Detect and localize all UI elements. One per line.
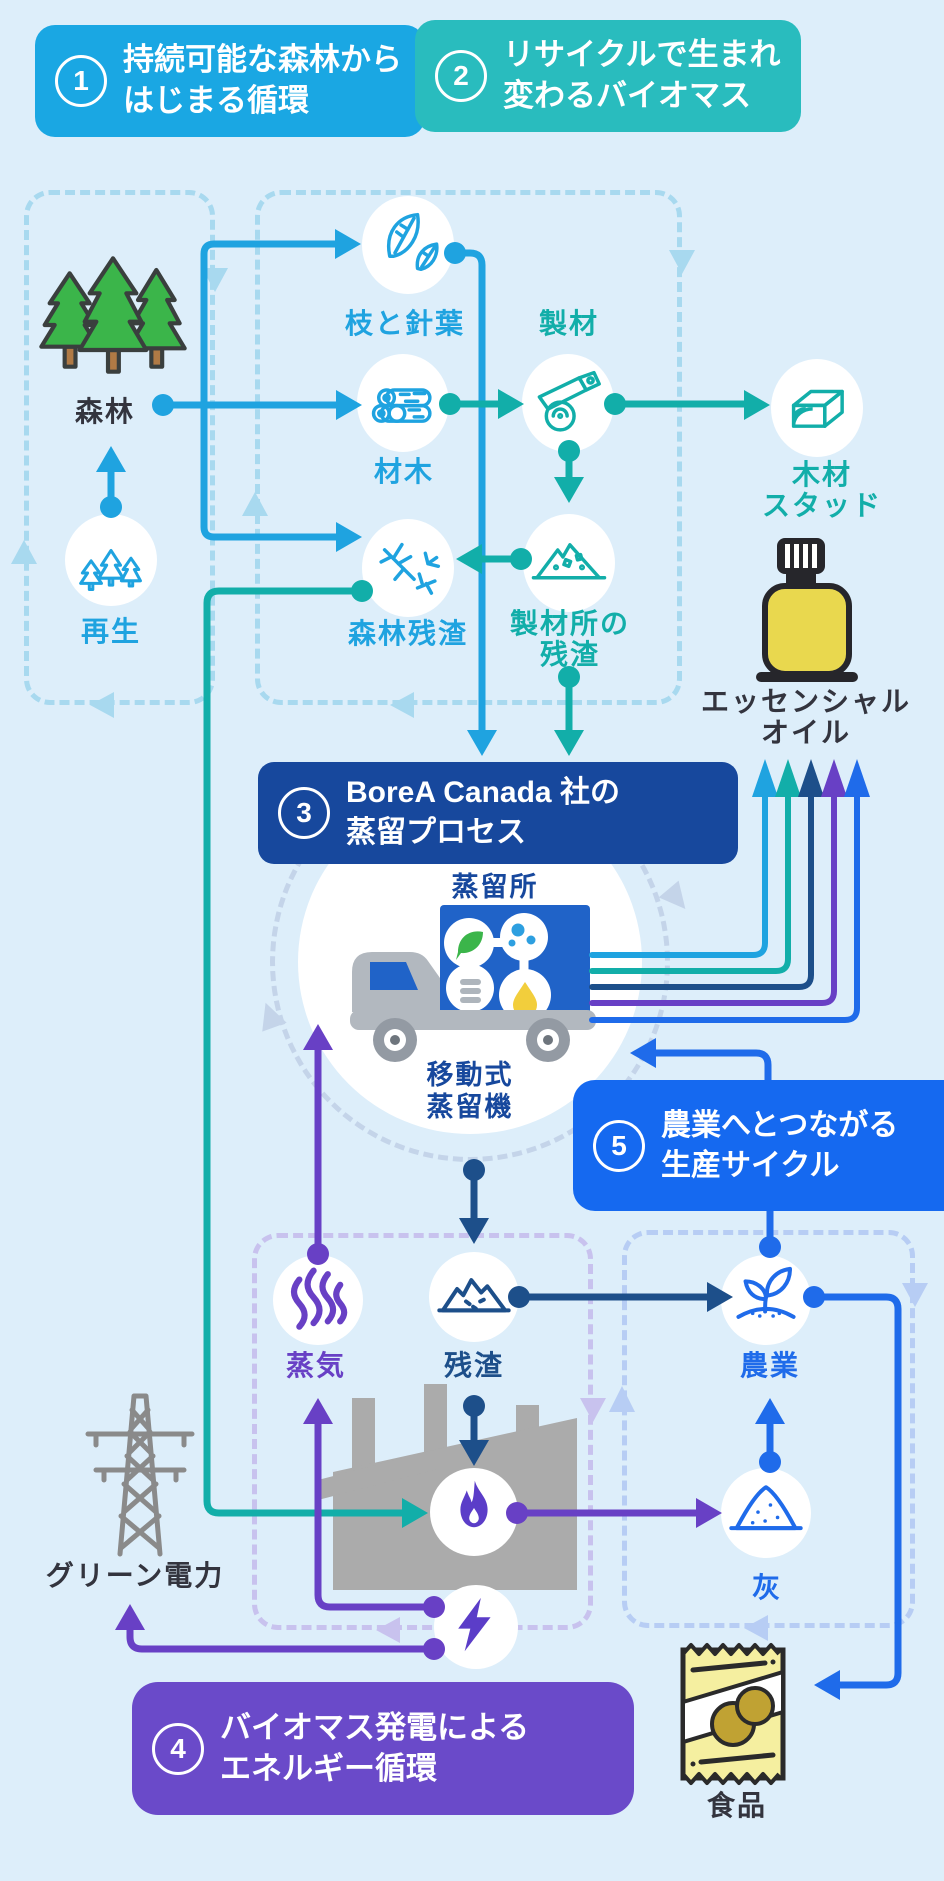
- badge-step-3: 3 BoreA Canada 社の 蒸留プロセス: [258, 762, 738, 864]
- node-lumber: [357, 354, 449, 452]
- label-sawmill-residue-2: 残渣: [539, 639, 601, 670]
- wood-stud-icon: [791, 389, 844, 428]
- label-forest-residue: 森林残渣: [347, 618, 469, 649]
- label-residue: 残渣: [443, 1350, 505, 1381]
- label-essential-oil-2: オイル: [760, 717, 852, 748]
- label-wood-stud-2: スタッド: [761, 490, 883, 521]
- badge-step-5-line1: 農業へとつながる: [661, 1108, 899, 1142]
- logs-icon: [371, 388, 432, 423]
- label-steam: 蒸気: [285, 1350, 347, 1381]
- badge-step-5-number: 5: [593, 1119, 645, 1172]
- badge-step-5: 5 農業へとつながる 生産サイクル: [573, 1080, 944, 1211]
- badge-step-3-line2: 蒸留プロセス: [346, 816, 526, 849]
- edge-badge5-to-distiller: [652, 1049, 772, 1086]
- badge-step-4-line1: バイオマス発電による: [220, 1709, 530, 1745]
- badge-step-1-number: 1: [55, 55, 107, 107]
- twigs-icon: [379, 542, 441, 595]
- badge-step-2-line1: リサイクルで生まれ: [503, 37, 781, 73]
- badge-step-4: 4 バイオマス発電による エネルギー循環: [132, 1682, 634, 1815]
- badge-step-2-number: 2: [435, 50, 487, 102]
- label-branches: 枝と針葉: [344, 308, 466, 339]
- edge-lightning-to-green-power: [126, 1626, 438, 1653]
- node-steam: [273, 1255, 363, 1345]
- badge-step-1: 1 持続可能な森林から はじまる循環: [35, 25, 425, 137]
- label-forest: 森林: [74, 396, 136, 427]
- label-lumber: 材木: [373, 456, 435, 487]
- badge-step-2-line2: 変わるバイオマス: [503, 78, 751, 113]
- label-essential-oil-1: エッセンシャル: [700, 686, 912, 717]
- node-branches: [362, 196, 454, 294]
- oil-output-heads: [752, 759, 870, 797]
- forest-trees-icon: [39, 256, 187, 374]
- badge-step-1-line1: 持続可能な森林から: [123, 42, 402, 78]
- badge-step-1-line2: はじまる循環: [123, 83, 309, 118]
- label-wood-stud-1: 木材: [791, 459, 853, 490]
- leaves-icon: [387, 212, 439, 271]
- saw-icon: [537, 370, 601, 432]
- label-food: 食品: [706, 1790, 768, 1821]
- lightning-icon: [458, 1597, 491, 1652]
- node-agriculture: [721, 1255, 811, 1345]
- node-sawing: [522, 354, 614, 452]
- label-agriculture: 農業: [739, 1350, 801, 1381]
- node-residue: [429, 1252, 519, 1342]
- badge-step-4-number: 4: [152, 1722, 204, 1775]
- node-wood-stud: [771, 359, 863, 457]
- snack-package-icon: [680, 1643, 786, 1785]
- steam-icon: [290, 1267, 348, 1330]
- label-distillery: 蒸留所: [451, 872, 539, 902]
- label-green-power: グリーン電力: [45, 1560, 225, 1591]
- node-regeneration: [65, 514, 157, 606]
- node-forest-residue: [362, 519, 454, 617]
- label-mobile-still-1: 移動式: [426, 1060, 514, 1090]
- residue-pile-icon: [437, 1278, 511, 1313]
- node-lightning: [434, 1585, 518, 1669]
- badge-step-3-number: 3: [278, 787, 330, 839]
- power-tower-icon: [85, 1393, 195, 1557]
- label-regeneration: 再生: [80, 616, 142, 647]
- node-sawmill-residue: [523, 514, 615, 612]
- sawdust-pile-icon: [531, 543, 607, 580]
- badge-step-5-line2: 生産サイクル: [661, 1148, 840, 1182]
- node-flame: [430, 1468, 518, 1556]
- badge-step-4-line2: エネルギー循環: [220, 1750, 437, 1786]
- node-ash: [721, 1468, 811, 1558]
- ash-pile-icon: [729, 1485, 803, 1531]
- distiller-truck-icon: [350, 905, 596, 1062]
- oil-bottle-icon: [756, 538, 858, 682]
- flame-icon: [460, 1480, 488, 1528]
- label-mobile-still-2: 蒸留機: [426, 1092, 514, 1122]
- label-ash: 灰: [751, 1572, 783, 1603]
- badge-step-3-line1: BoreA Canada 社の: [346, 776, 620, 810]
- badge-step-2: 2 リサイクルで生まれ 変わるバイオマス: [415, 20, 801, 132]
- label-sawmill-residue-1: 製材所の: [509, 608, 631, 639]
- label-sawing: 製材: [538, 308, 600, 339]
- sprout-icon: [736, 1266, 796, 1319]
- seedlings-icon: [79, 548, 142, 591]
